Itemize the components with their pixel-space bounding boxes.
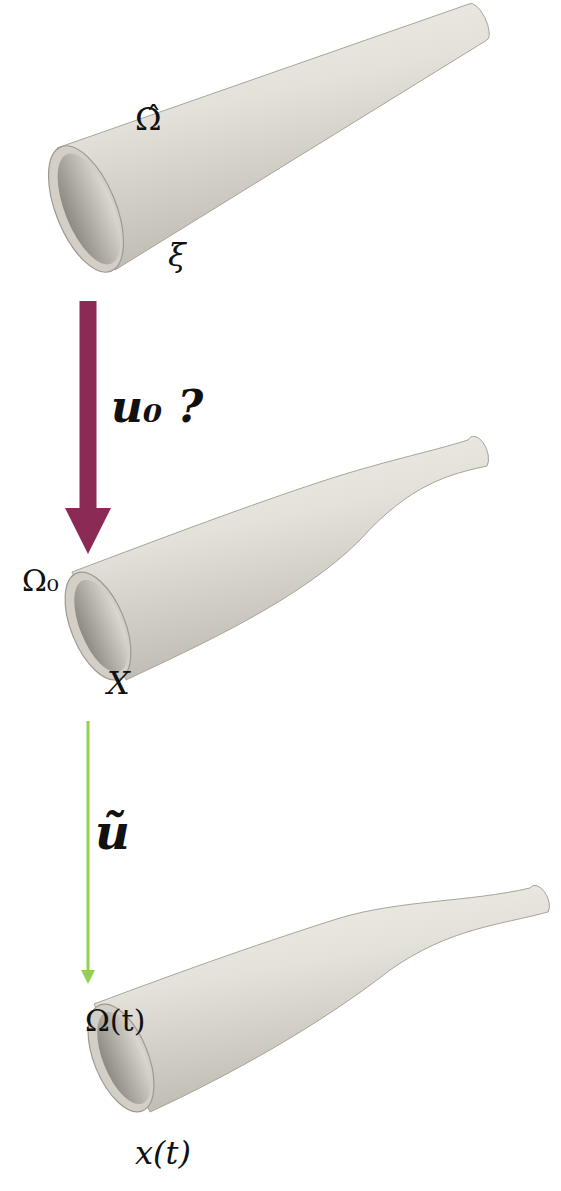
- domain-figure: Ω(t) x(t): [20, 990, 270, 1182]
- domain-symbol: Ω̂: [135, 102, 162, 137]
- domain-symbol: Ω(t): [85, 1004, 145, 1037]
- arrow-shaft: [80, 301, 97, 509]
- map-arrow: [81, 721, 95, 984]
- map-label: u₀ ?: [111, 383, 203, 431]
- domain-symbol: Ω₀: [22, 564, 59, 597]
- arrow-head: [81, 970, 95, 984]
- coordinate-symbol: x(t): [135, 1136, 191, 1171]
- coordinate-symbol: X: [107, 666, 130, 701]
- domain-figure: Ω̂ ξ: [30, 100, 230, 295]
- domain-figure: Ω₀ X: [15, 560, 215, 715]
- coordinate-symbol: ξ: [168, 238, 186, 273]
- arrow-head: [65, 508, 111, 554]
- arrow-shaft: [87, 721, 90, 971]
- map-label: ũ: [95, 806, 130, 859]
- reference-config-tube: [52, 436, 489, 689]
- map-arrow: [65, 301, 111, 554]
- current-config-tube: [75, 885, 550, 1121]
- reference-tube: [33, 3, 489, 282]
